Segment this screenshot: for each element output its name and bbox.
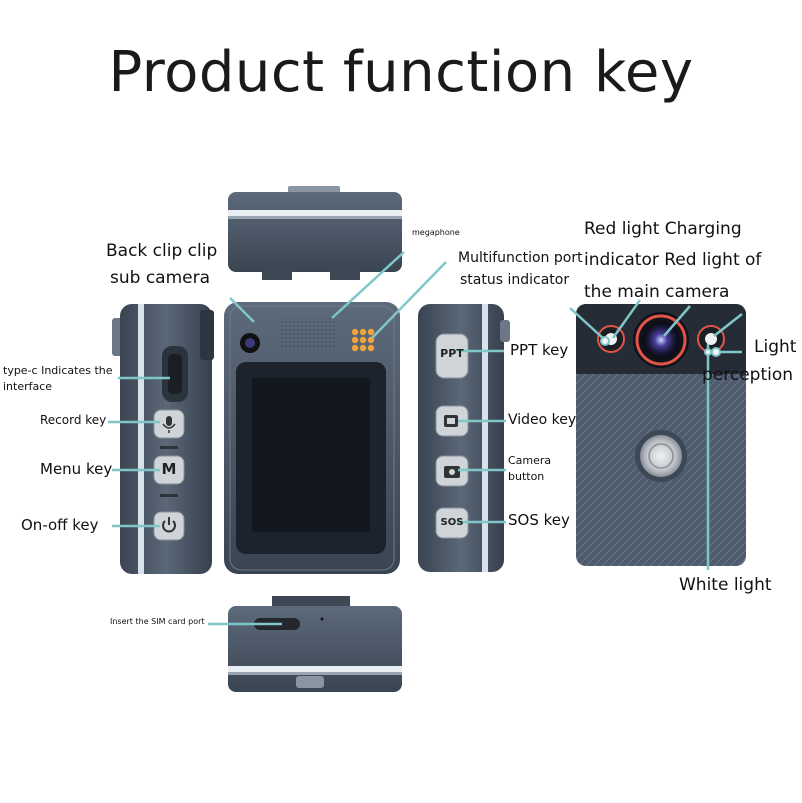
label-menu-key: Menu key: [40, 460, 113, 478]
label-onoff-key: On-off key: [21, 516, 99, 534]
status-indicator-grid: [351, 328, 375, 352]
label-white-light: White light: [679, 575, 772, 595]
device-right-side-view: [418, 304, 510, 572]
callout-dots: [600, 336, 721, 357]
video-icon: [444, 415, 458, 427]
label-camera-button-line2: button: [508, 470, 545, 483]
device-bottom-view: [228, 596, 402, 692]
device-top-view: [228, 186, 402, 280]
label-record-key: Record key: [40, 413, 107, 427]
label-red-light-charging: Red light Charging: [584, 219, 742, 239]
lens-icon: [643, 322, 679, 358]
label-sos-key: SOS key: [508, 511, 570, 529]
label-sub-camera: sub camera: [110, 268, 211, 288]
ppt-button-glyph: PPT: [440, 347, 464, 360]
label-sim-port: Insert the SIM card port: [110, 617, 205, 626]
sos-button-glyph: SOS: [440, 517, 464, 528]
label-ppt-key: PPT key: [510, 341, 569, 359]
label-megaphone: megaphone: [412, 228, 460, 237]
police-emblem-icon: [640, 435, 682, 477]
label-indicator-red-light: indicator Red light of: [584, 250, 762, 270]
device-front-view: [224, 302, 400, 574]
label-typec-line1: type-c Indicates the: [3, 364, 113, 377]
power-icon: [162, 517, 176, 533]
label-typec-line2: interface: [3, 380, 53, 393]
page-title: Product function key: [108, 40, 694, 105]
label-video-key: Video key: [508, 412, 577, 428]
label-status-indicator: status indicator: [460, 272, 570, 288]
microphone-icon: [162, 416, 176, 433]
label-perception: perception: [702, 365, 794, 385]
label-camera-button-line1: Camera: [508, 454, 552, 467]
label-main-camera: the main camera: [584, 282, 730, 302]
device-left-side-view: [112, 304, 214, 574]
camera-icon: [444, 466, 460, 478]
callout-lines: [108, 251, 743, 626]
label-multifunction-port: Multifunction port: [458, 250, 583, 266]
menu-button-glyph: M: [161, 460, 177, 478]
label-light: Light: [754, 337, 797, 357]
label-back-clip: Back clip clip: [106, 241, 218, 261]
